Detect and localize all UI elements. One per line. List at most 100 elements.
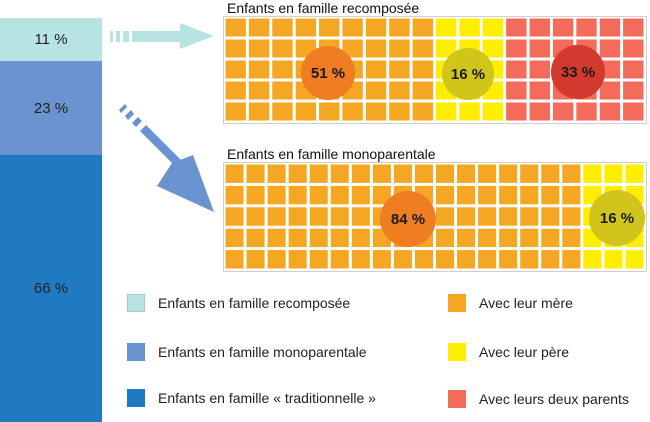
waffle-cell <box>351 250 370 269</box>
waffle-cell <box>372 250 391 269</box>
waffle-cell <box>288 228 307 248</box>
waffle-cell <box>478 207 497 226</box>
waffle-cell <box>506 81 527 100</box>
waffle-cell <box>267 185 286 205</box>
waffle-cell <box>225 164 244 183</box>
waffle-cell <box>436 102 457 121</box>
waffle-cell <box>520 250 539 269</box>
bar-segment-recomposee: 11 % <box>0 18 102 61</box>
legend-swatch <box>127 343 145 361</box>
waffle-cell <box>225 207 244 226</box>
waffle-cell <box>478 250 497 269</box>
legend-swatch <box>127 294 145 312</box>
waffle-cell <box>412 39 433 58</box>
waffle-cell <box>541 228 560 248</box>
waffle-cell <box>478 185 497 205</box>
legend-item-mere: Avec leur mère <box>448 294 573 312</box>
waffle-cell <box>562 207 581 226</box>
bar-segment-label: 23 % <box>33 99 69 117</box>
waffle-cell <box>529 60 550 79</box>
waffle-cell <box>389 18 410 37</box>
waffle-cell <box>225 18 246 37</box>
waffle-cell <box>246 207 265 226</box>
waffle-cell <box>412 18 433 37</box>
waffle-cell <box>457 250 476 269</box>
panel-title-monoparentale: Enfants en famille monoparentale <box>227 146 436 162</box>
waffle-cell <box>225 81 246 100</box>
waffle-cell <box>541 164 560 183</box>
waffle-cell <box>482 39 504 58</box>
waffle-cell <box>272 60 293 79</box>
legend-label: Enfants en famille recomposée <box>158 295 351 311</box>
waffle-cell <box>520 164 539 183</box>
waffle-cell <box>506 60 527 79</box>
waffle-cell <box>389 81 410 100</box>
waffle-cell <box>248 39 270 58</box>
waffle-cell <box>272 39 293 58</box>
waffle-cell <box>520 185 539 205</box>
waffle-cell <box>506 102 527 121</box>
waffle-cell <box>246 164 265 183</box>
waffle-cell <box>623 18 644 37</box>
legend-label: Enfants en famille monoparentale <box>158 344 367 360</box>
waffle-cell <box>499 185 518 205</box>
waffle-cell <box>372 164 391 183</box>
badge-monoparentale-mere: 84 % <box>380 191 436 247</box>
badge-recomposee-pere: 16 % <box>442 48 494 100</box>
waffle-cell <box>625 164 644 183</box>
waffle-cell <box>295 18 317 37</box>
waffle-cell <box>562 164 581 183</box>
waffle-cell <box>482 102 504 121</box>
waffle-cell <box>389 60 410 79</box>
waffle-cell <box>478 228 497 248</box>
waffle-cell <box>562 185 581 205</box>
waffle-cell <box>225 60 246 79</box>
waffle-cell <box>330 250 349 269</box>
waffle-cell <box>562 250 581 269</box>
waffle-cell <box>330 164 349 183</box>
badge-monoparentale-pere: 16 % <box>589 190 645 246</box>
waffle-cell <box>599 39 621 58</box>
waffle-cell <box>246 185 265 205</box>
waffle-cell <box>482 18 504 37</box>
waffle-cell <box>248 81 270 100</box>
waffle-cell <box>436 228 455 248</box>
waffle-cell <box>499 164 518 183</box>
legend-item-traditionnelle: Enfants en famille « traditionnelle » <box>127 389 376 407</box>
waffle-cell <box>295 102 317 121</box>
bar-segment-monoparentale: 23 % <box>0 61 102 155</box>
waffle-recomposee <box>225 18 644 121</box>
waffle-cell <box>599 102 621 121</box>
waffle-cell <box>576 102 597 121</box>
waffle-cell <box>248 102 270 121</box>
waffle-cell <box>288 250 307 269</box>
waffle-cell <box>389 102 410 121</box>
waffle-cell <box>272 102 293 121</box>
waffle-cell <box>330 207 349 226</box>
waffle-cell <box>267 207 286 226</box>
waffle-cell <box>365 81 387 100</box>
waffle-cell <box>499 228 518 248</box>
waffle-cell <box>541 185 560 205</box>
waffle-cell <box>267 228 286 248</box>
waffle-cell <box>583 250 602 269</box>
waffle-cell <box>599 18 621 37</box>
waffle-cell <box>436 164 455 183</box>
waffle-cell <box>342 18 363 37</box>
bar-segment-label: 11 % <box>34 31 68 48</box>
waffle-cell <box>604 164 623 183</box>
legend-swatch <box>448 343 466 361</box>
waffle-cell <box>225 228 244 248</box>
waffle-cell <box>365 102 387 121</box>
waffle-cell <box>520 228 539 248</box>
waffle-cell <box>499 250 518 269</box>
waffle-cell <box>288 164 307 183</box>
waffle-cell <box>562 228 581 248</box>
waffle-cell <box>604 250 623 269</box>
waffle-cell <box>436 250 455 269</box>
waffle-cell <box>478 164 497 183</box>
waffle-cell <box>225 102 246 121</box>
waffle-cell <box>330 185 349 205</box>
waffle-cell <box>623 102 644 121</box>
